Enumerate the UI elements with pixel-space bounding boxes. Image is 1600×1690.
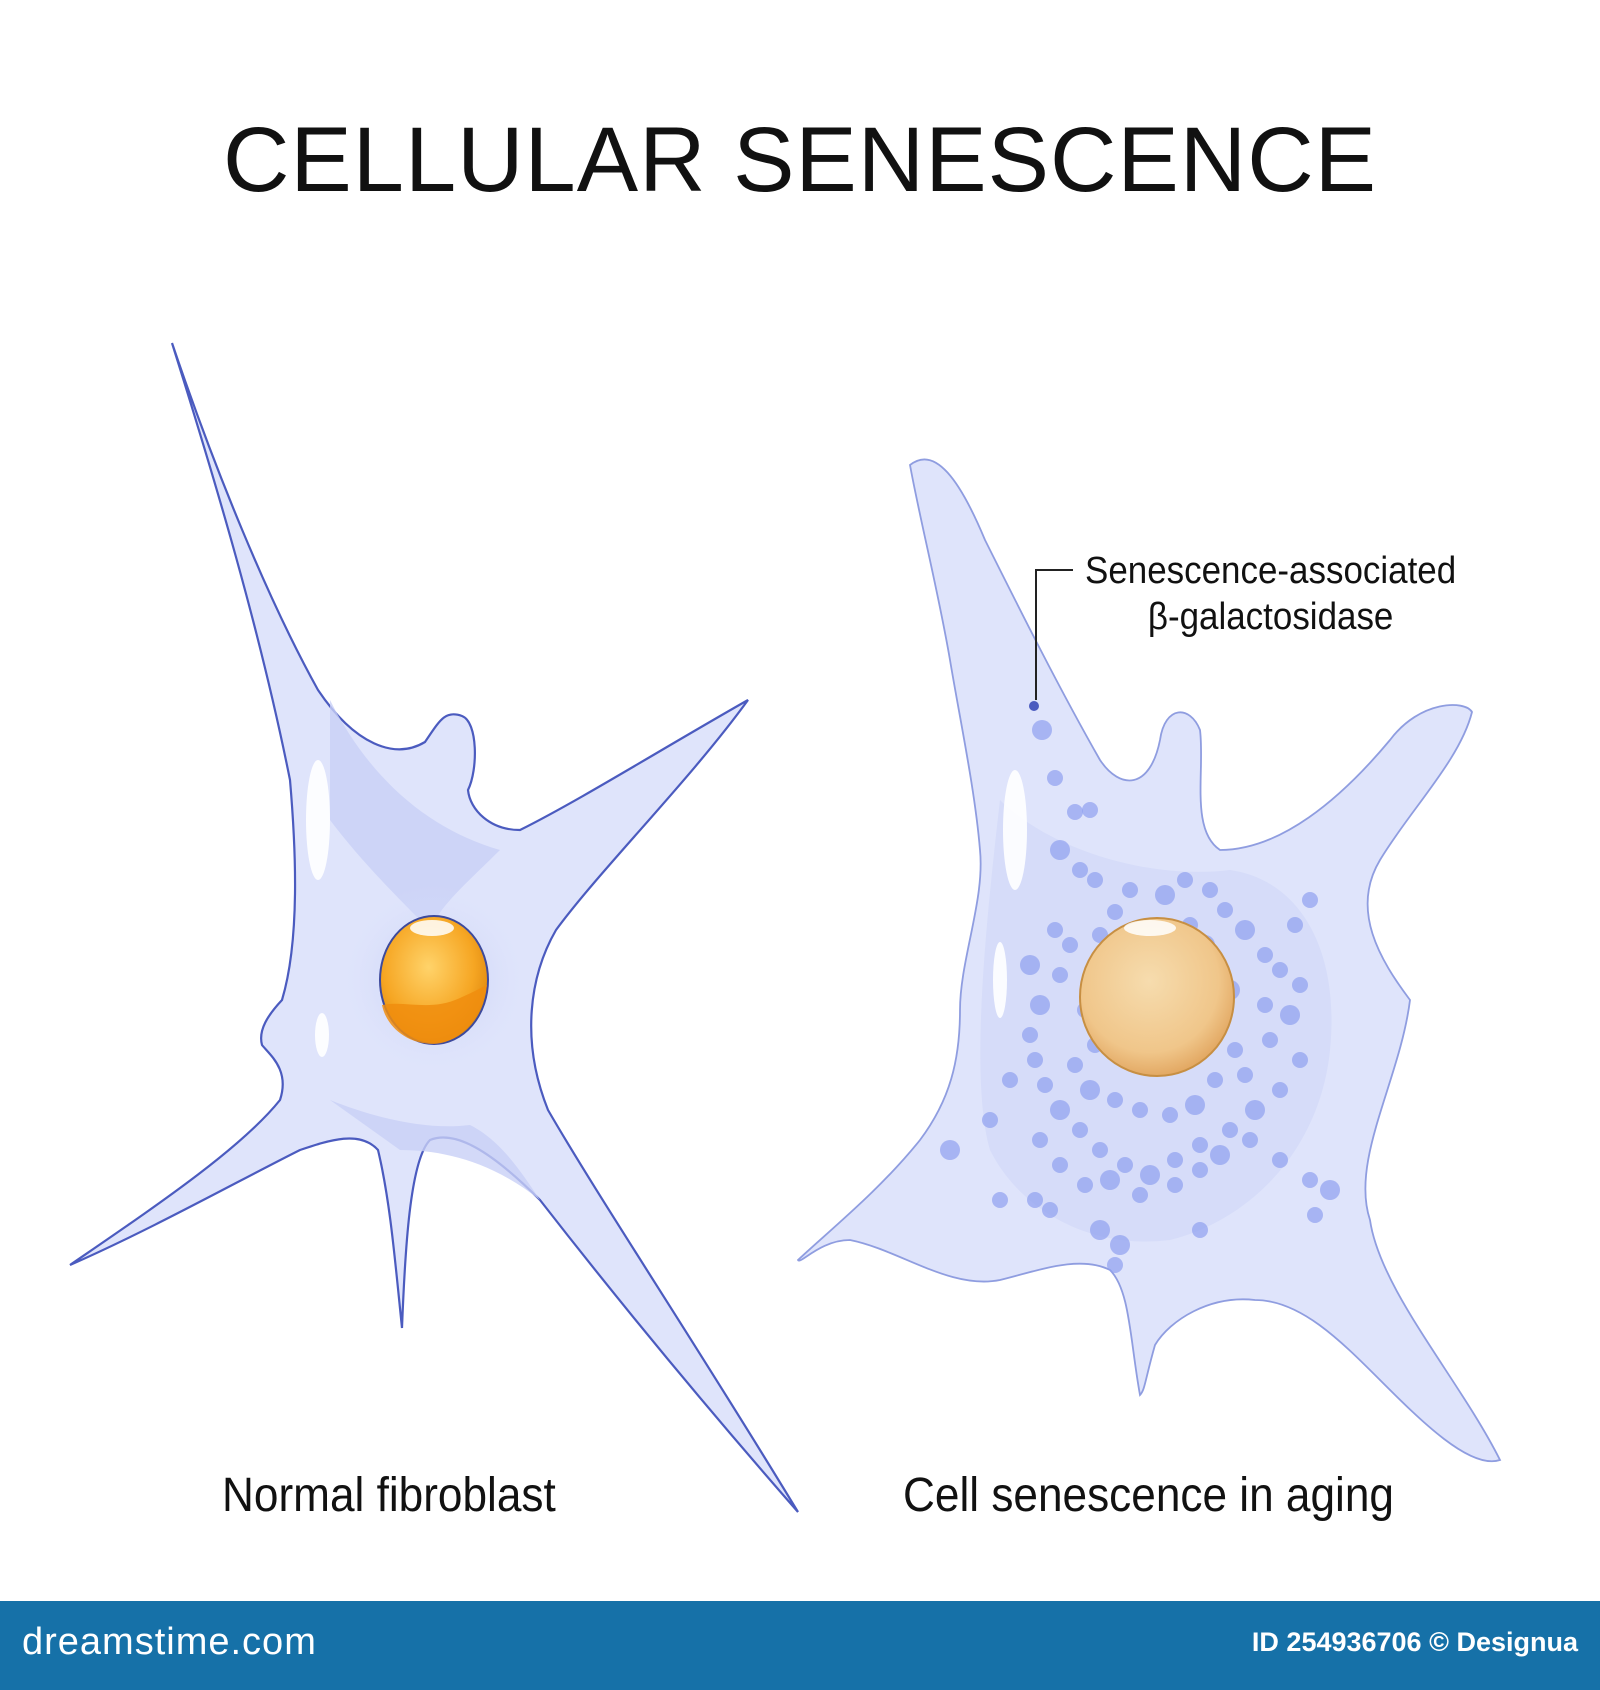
granule (1192, 1222, 1208, 1238)
granule (1002, 1072, 1018, 1088)
granule (1107, 1257, 1123, 1273)
granule (1050, 840, 1070, 860)
granule (1257, 997, 1273, 1013)
granule (1292, 1052, 1308, 1068)
footer-bar: dreamstime.com ID 254936706 © Designua (0, 1601, 1600, 1690)
granule (1062, 937, 1078, 953)
granule (1082, 802, 1098, 818)
granule (1242, 1132, 1258, 1148)
senescent-nucleus-highlight (1124, 920, 1176, 936)
granule (1217, 902, 1233, 918)
granule (1022, 1027, 1038, 1043)
footer-stock-id: ID 254936706 © Designua (1251, 1627, 1578, 1657)
normal-cell-shade-lower (330, 1100, 540, 1200)
granule (1237, 1067, 1253, 1083)
granule (1192, 1137, 1208, 1153)
granule (1177, 872, 1193, 888)
senescent-cell (796, 458, 1502, 1463)
senescent-cell-highlight (1003, 770, 1027, 890)
granule (1167, 1152, 1183, 1168)
granule (1207, 1072, 1223, 1088)
senescent-cell-caption: Cell senescence in aging (903, 1469, 1394, 1522)
granule (1307, 1207, 1323, 1223)
diagram-illustration (69, 342, 1502, 1513)
granule (1080, 1080, 1100, 1100)
granule (1210, 1145, 1230, 1165)
granule (1110, 1235, 1130, 1255)
annotation-target-granule (1029, 701, 1039, 711)
granule (1132, 1187, 1148, 1203)
granule (1107, 904, 1123, 920)
granule (1185, 1095, 1205, 1115)
granule (1032, 1132, 1048, 1148)
annotation-line-1: Senescence-associated (1085, 550, 1457, 592)
granule-annotation: Senescence-associated β-galactosidase (1085, 548, 1456, 640)
granule (1192, 1162, 1208, 1178)
senescent-nucleus (1079, 917, 1235, 1077)
granule (982, 1112, 998, 1128)
granule (1027, 1192, 1043, 1208)
granule (1302, 1172, 1318, 1188)
granule (1262, 1032, 1278, 1048)
granule (1030, 995, 1050, 1015)
granule (1020, 955, 1040, 975)
granule (1155, 885, 1175, 905)
granule (1140, 1165, 1160, 1185)
footer-brand[interactable]: dreamstime.com (22, 1621, 317, 1663)
normal-nucleus-shade (382, 985, 487, 1044)
granule (1087, 872, 1103, 888)
granule (1052, 967, 1068, 983)
granule (1072, 862, 1088, 878)
granule (1122, 882, 1138, 898)
granule (992, 1192, 1008, 1208)
granule (1167, 1177, 1183, 1193)
granule (1100, 1170, 1120, 1190)
granule (1245, 1100, 1265, 1120)
granule (1072, 1122, 1088, 1138)
granule (1320, 1180, 1340, 1200)
granule (1272, 962, 1288, 978)
granule (1067, 804, 1083, 820)
granule (1047, 770, 1063, 786)
granule (1287, 917, 1303, 933)
granule (1132, 1102, 1148, 1118)
granule (1227, 1042, 1243, 1058)
annotation-line-2: β-galactosidase (1147, 596, 1394, 638)
normal-cell-highlight (306, 760, 330, 880)
granule (1027, 1052, 1043, 1068)
normal-fibroblast-cell (69, 342, 799, 1513)
granule (1202, 882, 1218, 898)
granule (1292, 977, 1308, 993)
granule (1272, 1082, 1288, 1098)
diagram-title: CELLULAR SENESCENCE (222, 109, 1378, 211)
senescent-cell-highlight-small (993, 942, 1007, 1018)
granule (1092, 1142, 1108, 1158)
normal-cell-shade (330, 700, 500, 930)
granule (1047, 922, 1063, 938)
granule (1162, 1107, 1178, 1123)
annotation-leader-line (1035, 569, 1073, 700)
granule (1077, 1177, 1093, 1193)
granule (1042, 1202, 1058, 1218)
granule (1090, 1220, 1110, 1240)
granule (1107, 1092, 1123, 1108)
granule (1067, 1057, 1083, 1073)
granule (1257, 947, 1273, 963)
normal-fibroblast-caption: Normal fibroblast (222, 1469, 556, 1522)
granule (1037, 1077, 1053, 1093)
granule (1272, 1152, 1288, 1168)
granule (1235, 920, 1255, 940)
granule (1280, 1005, 1300, 1025)
granule (940, 1140, 960, 1160)
normal-nucleus-highlight (410, 920, 454, 936)
normal-cell-highlight-small (315, 1013, 329, 1057)
granule (1032, 720, 1052, 740)
granule (1302, 892, 1318, 908)
granule (1222, 1122, 1238, 1138)
granule (1052, 1157, 1068, 1173)
granule (1117, 1157, 1133, 1173)
granule (1050, 1100, 1070, 1120)
